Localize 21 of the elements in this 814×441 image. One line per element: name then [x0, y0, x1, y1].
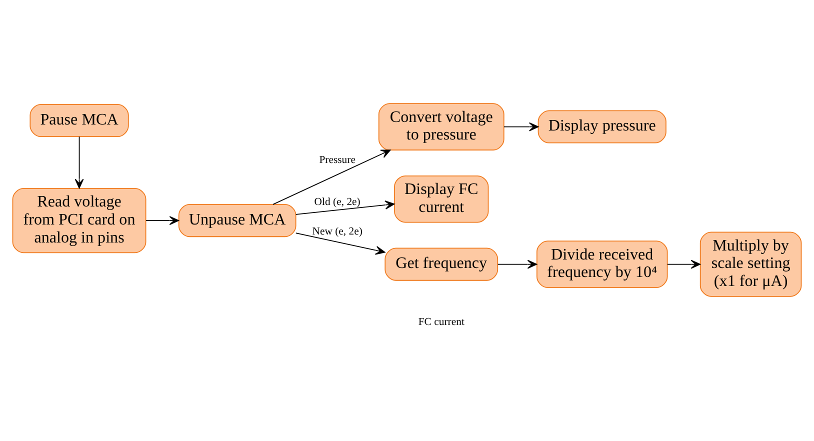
- edge-label: Pressure: [319, 154, 356, 166]
- edge-label: New (e, 2e): [312, 224, 362, 237]
- edge-label: Old (e, 2e): [314, 196, 360, 208]
- arrow: [295, 200, 395, 214]
- node-box: Unpause MCA: [178, 204, 296, 237]
- arrow: [497, 259, 538, 268]
- arrow: [272, 149, 391, 204]
- node-box: Display pressure: [538, 110, 666, 143]
- node-box: Pause MCA: [30, 104, 129, 137]
- label: FC current: [418, 316, 464, 328]
- arrow: [504, 122, 539, 131]
- node-box: Divide received frequency by 10⁴: [536, 240, 668, 288]
- node-box: Read voltage from PCI card on analog in pins: [12, 187, 146, 253]
- arrow: [146, 216, 180, 225]
- node-box: Multiply by scale setting (x1 for μA): [700, 231, 802, 296]
- node-box: Get frequency: [384, 247, 498, 280]
- arrow: [295, 232, 386, 254]
- node-box: Display FC current: [394, 174, 489, 222]
- arrow: [74, 136, 84, 188]
- node-box: Convert voltage to pressure: [378, 102, 504, 150]
- arrow: [667, 259, 701, 268]
